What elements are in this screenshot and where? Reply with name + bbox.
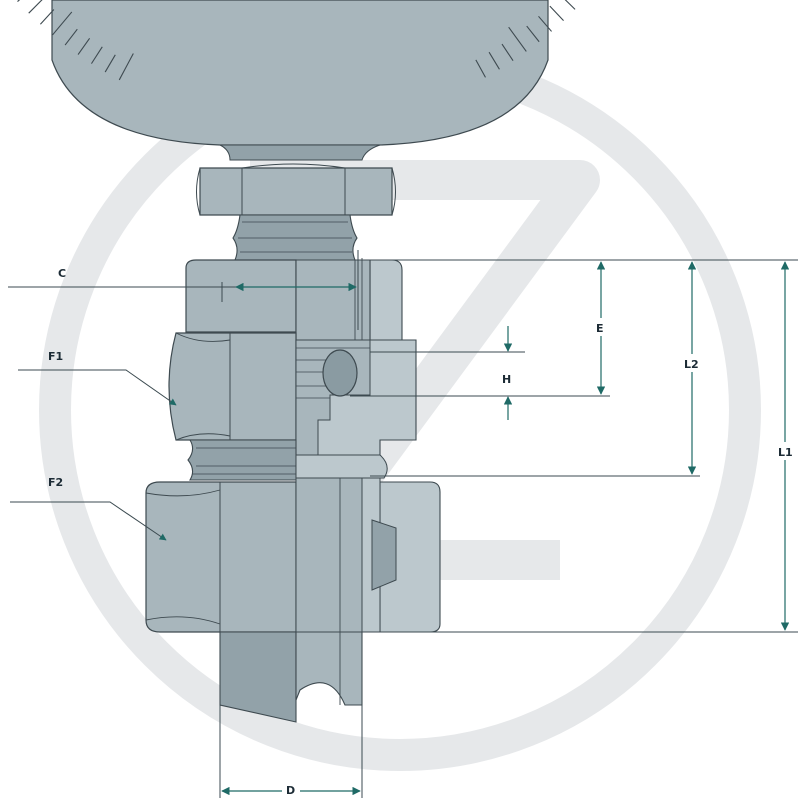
dimension-c-label: C: [58, 267, 66, 280]
top-hex-nut: [196, 163, 396, 219]
dimension-l1: L1: [776, 261, 796, 631]
gauge-tick: [538, 15, 552, 32]
dimension-l2-label: L2: [684, 358, 699, 371]
gauge-tick: [17, 0, 21, 2]
dimension-d-label: D: [286, 784, 295, 797]
gauge-tick: [475, 59, 486, 78]
dimension-c: C: [8, 267, 357, 292]
tube-stub: [219, 631, 363, 723]
gauge-tick: [39, 9, 55, 25]
dimension-l1-label: L1: [778, 446, 793, 459]
gauge-tick: [28, 0, 43, 14]
gauge-body: [51, 0, 549, 146]
gauge-dial: [17, 0, 576, 146]
f1-hex-body: [168, 332, 297, 441]
dimension-e: E: [592, 261, 610, 395]
dimension-h: H: [502, 326, 513, 420]
dimension-f1-leader: [18, 369, 177, 406]
gauge-tick: [549, 5, 564, 22]
tube-left: [219, 631, 297, 723]
gauge-tick: [77, 37, 91, 55]
dimension-l2: L2: [682, 261, 704, 475]
gauge-tick: [52, 11, 73, 36]
tube-right: [295, 631, 363, 706]
gauge-tick: [501, 43, 514, 61]
dimension-f1: F1: [18, 350, 177, 406]
gauge-tick: [564, 0, 576, 10]
gauge-neck: [219, 144, 381, 161]
dimension-f2-label: F2: [48, 476, 63, 489]
dimension-h-label: H: [502, 373, 511, 386]
f2-hex-nut: [145, 477, 441, 633]
body-upper-left: [185, 259, 297, 333]
gauge-tick: [90, 46, 103, 64]
dimension-d: D: [221, 782, 361, 798]
gauge-tick: [508, 26, 527, 52]
dimension-f2-leader: [10, 501, 167, 541]
gauge-tick: [488, 51, 500, 70]
gauge-ticks: [17, 0, 576, 81]
dimension-f2: F2: [10, 476, 167, 541]
top-hex-body: [199, 167, 393, 216]
gauge-tick: [104, 54, 116, 73]
lower-neck: [187, 439, 388, 481]
f1-hex-nut: [168, 332, 297, 441]
gauge-tick: [118, 53, 134, 81]
dimension-e-label: E: [596, 322, 604, 335]
o-ring: [322, 349, 358, 397]
gauge-tick: [64, 28, 78, 46]
body-section: [295, 339, 417, 456]
dimension-f1-label: F1: [48, 350, 63, 363]
threaded-neck: [232, 214, 358, 261]
extension-lines: [219, 250, 798, 798]
f2-hex-body: [145, 481, 297, 633]
gauge-tick: [526, 25, 540, 43]
body-upper: [185, 258, 403, 341]
